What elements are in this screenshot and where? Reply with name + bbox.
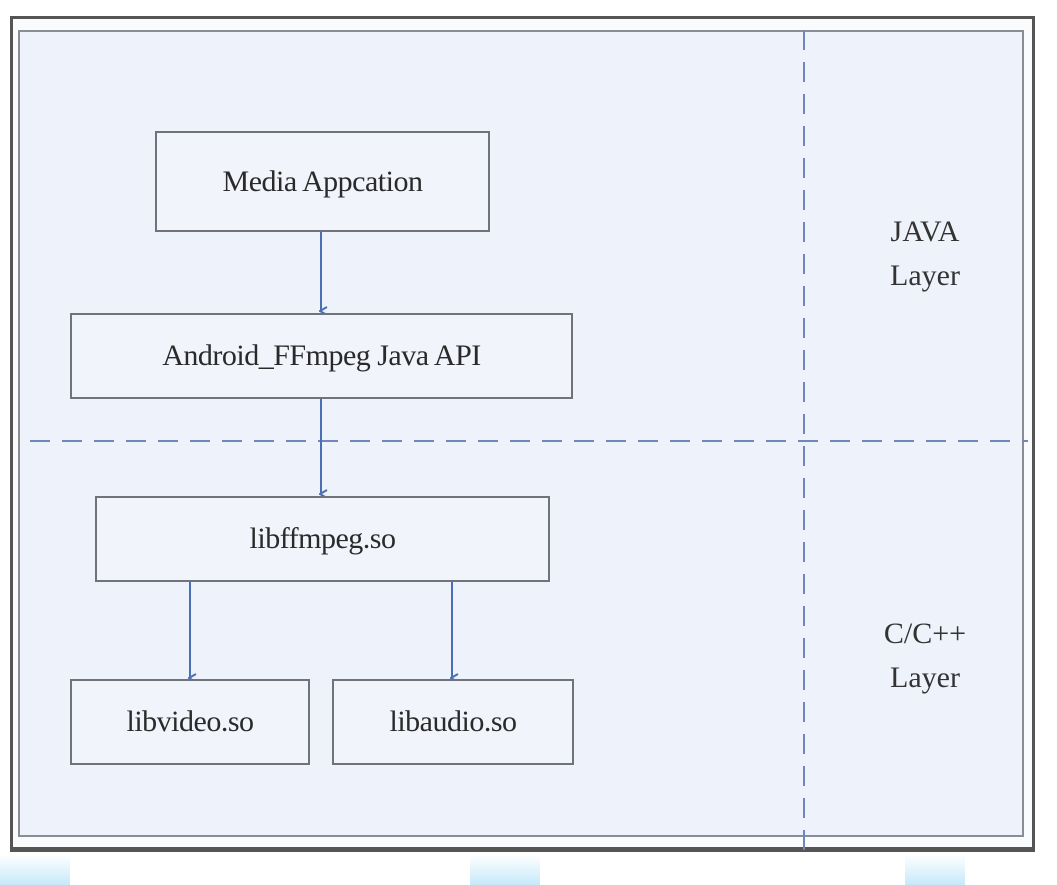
native-layer-label-line2: Layer	[890, 661, 960, 694]
node-java-api-label: Android_FFmpeg Java API	[162, 339, 481, 372]
native-layer-label: C/C++ Layer	[860, 612, 990, 700]
node-libffmpeg: libffmpeg.so	[95, 496, 550, 582]
native-layer-label-line1: C/C++	[883, 617, 967, 650]
edge-artifact	[470, 855, 540, 885]
node-libffmpeg-label: libffmpeg.so	[249, 522, 396, 555]
node-java-api: Android_FFmpeg Java API	[70, 313, 573, 399]
edge-artifact	[905, 855, 965, 885]
java-layer-label-line2: Layer	[890, 259, 960, 292]
node-libaudio-label: libaudio.so	[389, 705, 518, 738]
node-libvideo-label: libvideo.so	[126, 705, 255, 738]
node-media-application-label: Media Appcation	[222, 164, 423, 198]
java-layer-label-line1: JAVA	[890, 215, 960, 248]
java-layer-label: JAVA Layer	[860, 210, 990, 298]
node-media-application: Media Appcation	[155, 131, 490, 232]
node-libaudio: libaudio.so	[332, 679, 574, 765]
edge-artifact	[0, 855, 70, 885]
node-libvideo: libvideo.so	[70, 679, 310, 765]
